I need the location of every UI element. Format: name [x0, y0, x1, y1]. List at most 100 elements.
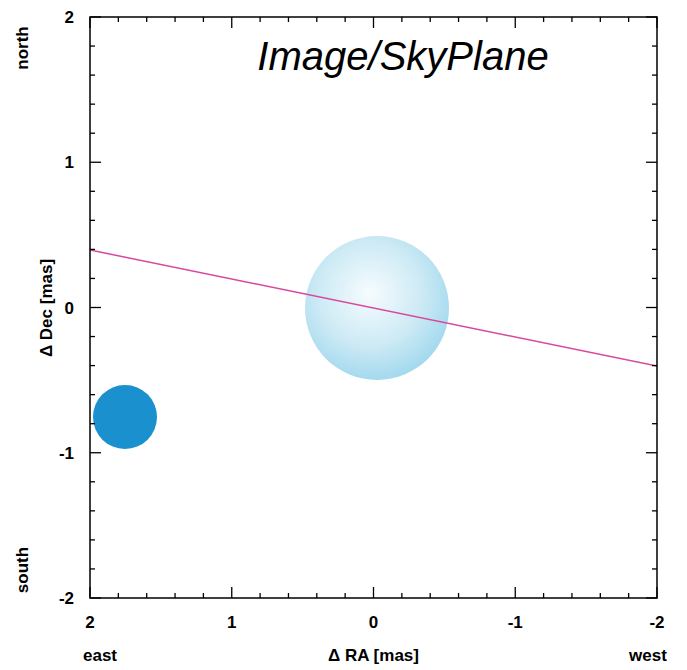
- tick-mark: [90, 365, 95, 366]
- tick-mark: [89, 17, 90, 28]
- tick-mark: [430, 593, 431, 598]
- tick-mark: [600, 593, 601, 598]
- axis-ticks: [90, 17, 657, 598]
- tick-mark: [90, 481, 95, 482]
- tick-mark: [515, 587, 516, 598]
- tick-mark: [628, 593, 629, 598]
- tick-mark: [90, 336, 95, 337]
- tick-mark: [571, 17, 572, 22]
- tick-mark: [90, 45, 95, 46]
- tick-mark: [458, 593, 459, 598]
- tick-label: 0: [369, 614, 378, 631]
- tick-mark: [652, 365, 657, 366]
- tick-mark: [652, 394, 657, 395]
- tick-mark: [373, 587, 374, 598]
- tick-mark: [118, 593, 119, 598]
- tick-mark: [90, 597, 101, 598]
- tick-mark: [203, 17, 204, 22]
- tick-mark: [652, 133, 657, 134]
- tick-mark: [646, 162, 657, 163]
- direction-label: west: [629, 647, 667, 664]
- tick-mark: [146, 593, 147, 598]
- tick-mark: [646, 16, 657, 17]
- tick-mark: [401, 593, 402, 598]
- tick-mark: [90, 423, 95, 424]
- tick-mark: [90, 162, 101, 163]
- tick-mark: [90, 510, 95, 511]
- plot-frame: [90, 17, 657, 598]
- tick-mark: [90, 191, 95, 192]
- tick-mark: [146, 17, 147, 22]
- tick-mark: [259, 17, 260, 22]
- tick-mark: [373, 17, 374, 28]
- tick-mark: [90, 568, 95, 569]
- tick-mark: [486, 593, 487, 598]
- tick-mark: [90, 307, 101, 308]
- tick-mark: [344, 593, 345, 598]
- plot-title: Image/SkyPlane: [257, 36, 548, 76]
- axis-title: Δ RA [mas]: [328, 647, 419, 664]
- tick-mark: [90, 16, 101, 17]
- tick-mark: [646, 452, 657, 453]
- tick-mark: [571, 593, 572, 598]
- tick-mark: [600, 17, 601, 22]
- tick-mark: [646, 597, 657, 598]
- tick-mark: [90, 133, 95, 134]
- tick-mark: [652, 539, 657, 540]
- tick-mark: [118, 17, 119, 22]
- tick-mark: [90, 104, 95, 105]
- tick-mark: [174, 17, 175, 22]
- tick-mark: [656, 587, 657, 598]
- tick-mark: [652, 423, 657, 424]
- tick-mark: [231, 587, 232, 598]
- tick-mark: [652, 45, 657, 46]
- tick-mark: [344, 17, 345, 22]
- tick-mark: [288, 593, 289, 598]
- tick-mark: [652, 220, 657, 221]
- tick-mark: [652, 104, 657, 105]
- companion-star: [93, 385, 157, 449]
- tick-mark: [652, 249, 657, 250]
- tick-mark: [652, 278, 657, 279]
- tick-mark: [90, 539, 95, 540]
- axis-title: Δ Dec [mas]: [38, 258, 55, 356]
- tick-mark: [90, 249, 95, 250]
- tick-label: 2: [65, 9, 74, 26]
- tick-mark: [288, 17, 289, 22]
- tick-label: 1: [227, 614, 236, 631]
- tick-label: 0: [65, 299, 74, 316]
- tick-mark: [652, 336, 657, 337]
- tick-mark: [652, 74, 657, 75]
- tick-mark: [90, 278, 95, 279]
- direction-label: south: [14, 547, 31, 593]
- tick-mark: [430, 17, 431, 22]
- tick-mark: [90, 220, 95, 221]
- tick-label: -1: [59, 444, 74, 461]
- tick-mark: [401, 17, 402, 22]
- tick-mark: [515, 17, 516, 28]
- tick-mark: [90, 394, 95, 395]
- tick-mark: [90, 74, 95, 75]
- tick-mark: [652, 481, 657, 482]
- tick-label: 1: [65, 154, 74, 171]
- tick-mark: [652, 191, 657, 192]
- tick-mark: [652, 568, 657, 569]
- orientation-line: [90, 250, 657, 366]
- tick-mark: [543, 17, 544, 22]
- tick-mark: [259, 593, 260, 598]
- tick-mark: [646, 307, 657, 308]
- direction-label: east: [83, 647, 117, 664]
- tick-mark: [543, 593, 544, 598]
- tick-mark: [628, 17, 629, 22]
- tick-mark: [652, 510, 657, 511]
- tick-label: 2: [85, 614, 94, 631]
- tick-mark: [231, 17, 232, 28]
- tick-mark: [203, 593, 204, 598]
- tick-mark: [486, 17, 487, 22]
- tick-mark: [316, 593, 317, 598]
- tick-mark: [656, 17, 657, 28]
- tick-label: -2: [649, 614, 664, 631]
- tick-mark: [458, 17, 459, 22]
- tick-label: -2: [59, 590, 74, 607]
